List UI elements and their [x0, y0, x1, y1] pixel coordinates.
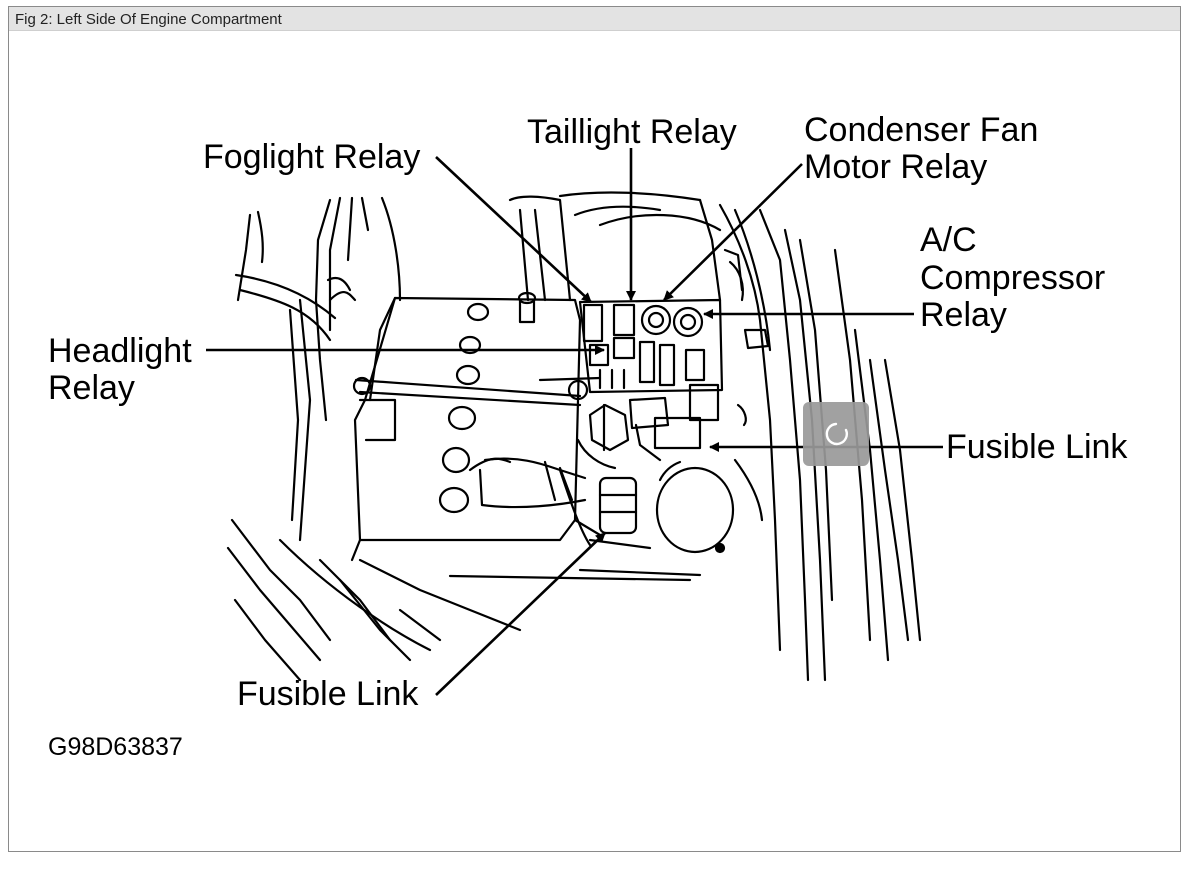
loading-overlay-button[interactable]: [803, 402, 869, 466]
label-headlight-line2: Relay: [48, 369, 135, 407]
label-ac-line2: Compressor: [920, 259, 1105, 297]
figure-caption: Fig 2: Left Side Of Engine Compartment: [15, 11, 282, 28]
leader-foglight-relay: [435, 156, 592, 303]
label-condenser-fan-line1: Condenser Fan: [804, 111, 1038, 149]
label-fusible-link-bottom: Fusible Link: [237, 675, 419, 713]
figure-code: G98D63837: [48, 733, 183, 761]
leader-fusible-link-bottom: [435, 532, 606, 696]
caption-bar: Fig 2: Left Side Of Engine Compartment: [9, 7, 1180, 31]
label-ac-line1: A/C: [920, 221, 977, 259]
label-headlight-line1: Headlight: [48, 332, 192, 370]
label-fusible-link-right: Fusible Link: [946, 428, 1128, 466]
leader-condenser-fan: [663, 163, 803, 301]
label-taillight-relay: Taillight Relay: [527, 113, 737, 151]
figure-frame: Fig 2: Left Side Of Engine Compartment: [8, 6, 1181, 852]
loading-spinner-icon: [825, 422, 848, 446]
engine-compartment-illustration: [226, 191, 922, 682]
leader-lines: [206, 148, 943, 696]
label-foglight-relay: Foglight Relay: [203, 138, 420, 176]
label-condenser-fan-line2: Motor Relay: [804, 148, 987, 186]
label-ac-line3: Relay: [920, 296, 1007, 334]
